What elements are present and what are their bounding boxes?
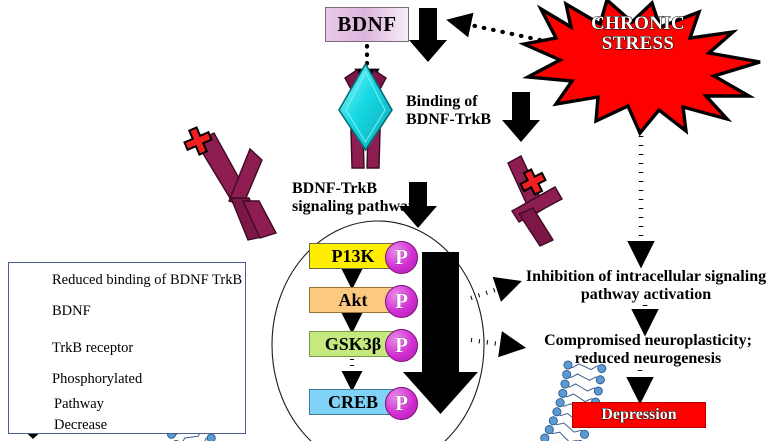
cascade-node-p13k: P13K <box>309 243 397 269</box>
legend-label-bdnf: BDNF <box>52 303 91 319</box>
membrane-lipid-head <box>558 388 568 398</box>
bdnf-box: BDNF <box>325 7 409 42</box>
legend-panel <box>8 262 246 434</box>
binding-label-line-2: BDNF-TrkB <box>406 110 492 128</box>
legend-label-decrease: Decrease <box>54 417 108 433</box>
binding-label-line-1: Binding of <box>406 93 478 110</box>
signaling-decrease-arrow <box>399 182 437 228</box>
cascade-node-creb: CREB <box>309 389 397 415</box>
cascade-node-gsk3b: GSK3β <box>309 331 397 357</box>
compromised-text: Compromised neuroplasticity; reduced neu… <box>544 332 752 367</box>
membrane-lipid-head <box>579 429 590 439</box>
membrane-lipid-head <box>540 433 550 441</box>
chronic-stress-line-1: CHRONIC <box>591 13 686 34</box>
signaling-label-line-2: signaling pathway <box>292 197 417 215</box>
depression-label: Depression <box>601 406 677 424</box>
membrane-lipid-head <box>597 363 607 374</box>
phospho-icon-akt: P <box>385 285 418 318</box>
phospho-icon-gsk3b: P <box>385 329 418 362</box>
signaling-pathway-label: BDNF-TrkB signaling pathway <box>292 180 422 216</box>
bdnf-ligand-diamond <box>338 62 393 152</box>
signaling-label-line-1: BDNF-TrkB <box>292 180 378 197</box>
membrane-lipid-head <box>552 407 562 417</box>
membrane-lipid-tail <box>564 436 578 441</box>
membrane-lipid-head <box>555 398 565 408</box>
legend-label-trkb-receptor: TrkB receptor <box>52 340 134 356</box>
membrane-lipid-head <box>206 433 216 441</box>
red-x-icon-right <box>519 168 547 196</box>
phospho-icon-p13k: P <box>385 241 418 274</box>
membrane-lipid-head <box>544 425 554 435</box>
bdnf-ligand-diamond-highlight <box>345 70 386 144</box>
membrane-lipid-head <box>560 379 570 389</box>
bdnf-decrease-arrow <box>409 8 447 62</box>
arrow-nucleus-to-compromised <box>470 331 527 358</box>
membrane-lipid-head <box>548 416 558 426</box>
membrane-lipid-head <box>595 375 605 385</box>
chronic-stress-starburst <box>518 0 761 137</box>
membrane-lipid-tail <box>182 436 192 441</box>
trkb-receptor-left <box>195 132 278 241</box>
chronic-stress-label: CHRONIC STRESS <box>548 13 728 54</box>
depression-box: Depression <box>572 402 706 428</box>
legend-label-reduced-binding: Reduced binding of BDNF TrkB <box>52 272 243 288</box>
inhibition-text: Inhibition of intracellular signaling pa… <box>525 268 767 303</box>
membrane-lipid-head <box>562 369 572 380</box>
chronic-stress-line-2: STRESS <box>601 32 675 54</box>
membrane-lipid-head <box>593 386 603 396</box>
legend-label-pathway: Pathway <box>54 396 104 412</box>
nucleus-decrease-arrow <box>403 252 478 414</box>
binding-decrease-arrow <box>502 92 540 142</box>
cascade-node-akt: Akt <box>309 287 397 313</box>
binding-label: Binding of BDNF-TrkB <box>406 93 516 129</box>
arrow-stress-to-bdnf <box>446 12 543 43</box>
phospho-icon-creb: P <box>385 387 418 420</box>
legend-label-phosphorylated: Phosphorylated <box>52 371 143 387</box>
arrow-nucleus-to-inhibition <box>470 276 522 302</box>
membrane-lipid-head <box>563 360 573 370</box>
red-x-icon-left <box>183 126 213 156</box>
trkb-receptor-right <box>507 155 563 247</box>
